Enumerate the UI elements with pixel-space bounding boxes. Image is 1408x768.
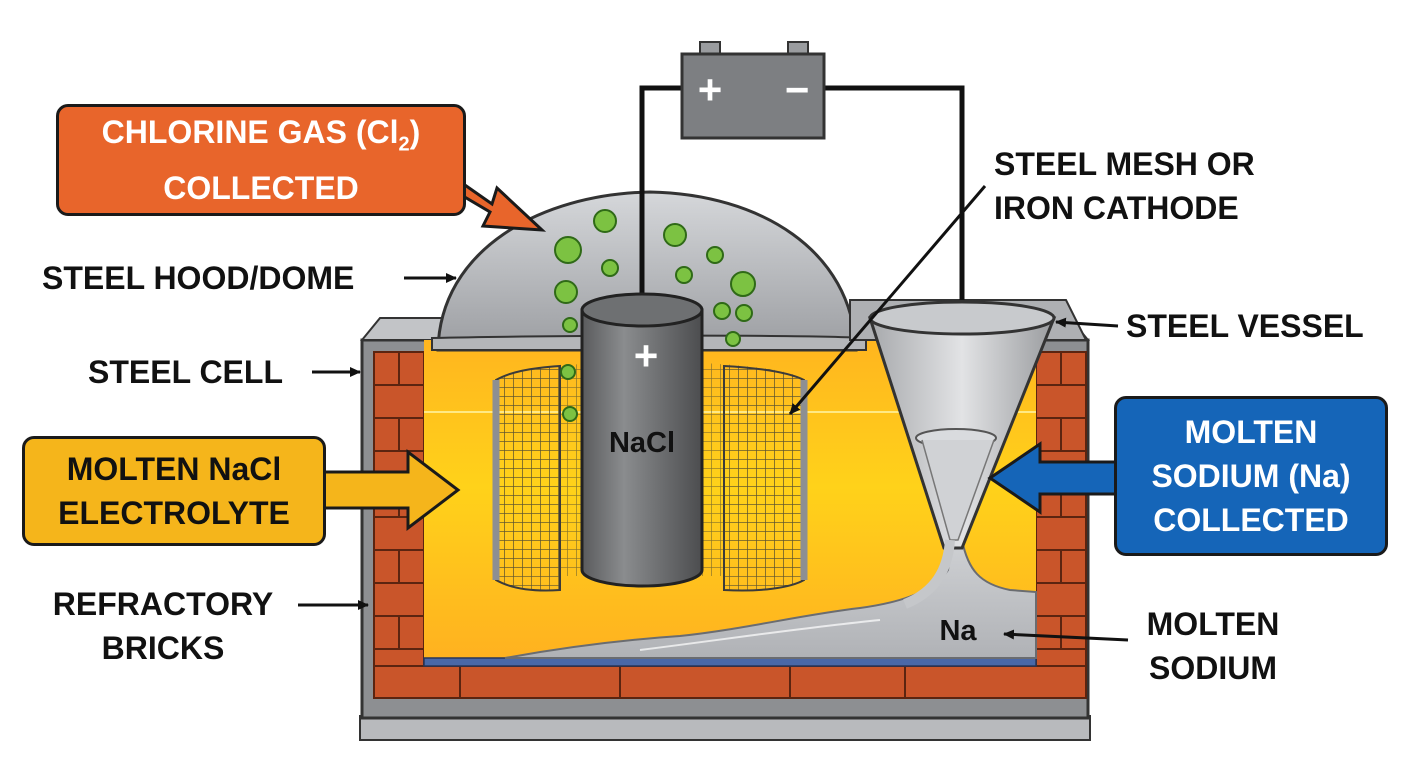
sodium-callout-line2: SODIUM (Na) xyxy=(1151,458,1351,494)
molten-sodium-pool xyxy=(504,539,1037,659)
sodium-callout-line1: MOLTEN xyxy=(1184,414,1318,450)
refractory-bricks-label: REFRACTORY BRICKS xyxy=(52,586,274,666)
graphite-anode: + NaCl xyxy=(580,292,704,588)
sodium-callout-arrow xyxy=(987,441,1120,515)
chlorine-gas-bubbles xyxy=(554,209,756,422)
sodium-pool-label: Na xyxy=(939,615,977,647)
electrolyte-callout: MOLTEN NaCl ELECTROLYTE xyxy=(22,436,326,546)
cathode-label: STEEL MESH OR IRON CATHODE xyxy=(994,146,1255,226)
battery-positive-terminal: + xyxy=(698,66,723,113)
battery: + − xyxy=(680,41,826,140)
circuit-wires xyxy=(639,85,965,300)
chlorine-callout-line2: COLLECTED xyxy=(163,170,359,207)
molten-sodium-callout: MOLTEN SODIUM (Na) COLLECTED xyxy=(1114,396,1388,556)
electrolyte-callout-arrow xyxy=(320,448,461,532)
anode-label: NaCl xyxy=(609,427,675,459)
chlorine-gas-callout: CHLORINE GAS (Cl2) COLLECTED xyxy=(56,104,466,216)
sodium-collection-funnel xyxy=(867,300,1057,609)
chlorine-callout-line1: CHLORINE GAS (Cl2) xyxy=(101,113,421,156)
sodium-callout-line3: COLLECTED xyxy=(1153,502,1349,538)
steel-cell-label: STEEL CELL xyxy=(88,354,283,390)
steel-hood-label: STEEL HOOD/DOME xyxy=(42,260,355,296)
refractory-brick-lining xyxy=(373,351,1087,699)
base-plate xyxy=(359,715,1091,741)
battery-negative-terminal: − xyxy=(785,66,810,113)
label-arrows xyxy=(298,185,1129,642)
electrolyte-callout-line2: ELECTROLYTE xyxy=(58,495,290,531)
electrolyte-callout-line1: MOLTEN NaCl xyxy=(66,451,282,487)
anode-sign: + xyxy=(634,332,659,379)
steel-mesh-cathode xyxy=(492,364,808,592)
molten-sodium-label: MOLTEN SODIUM xyxy=(1146,606,1280,686)
steel-vessel-label: STEEL VESSEL xyxy=(1126,308,1364,344)
